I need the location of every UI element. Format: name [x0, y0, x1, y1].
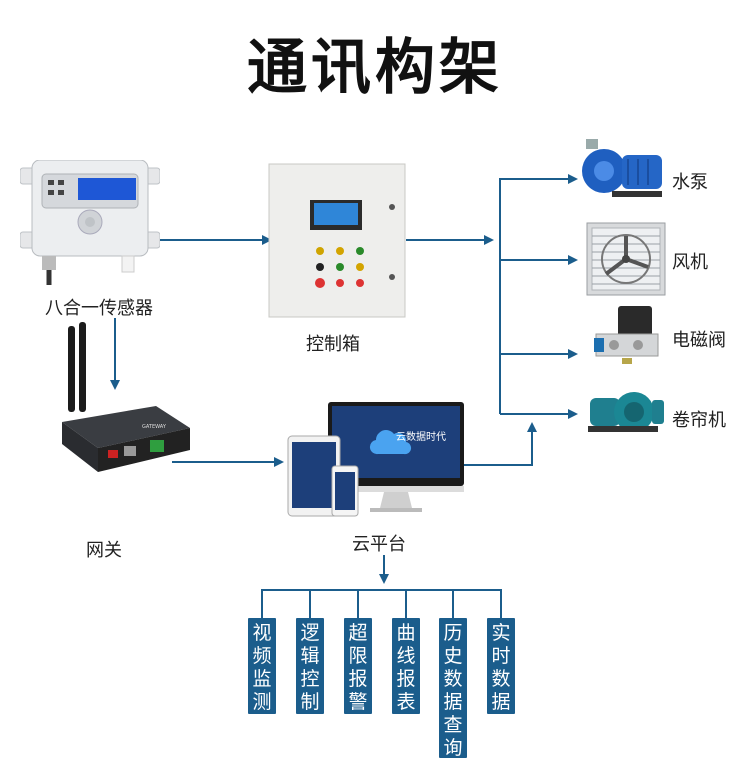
output-label-pump: 水泵: [672, 172, 708, 193]
function-box-5: 实时数据: [487, 618, 515, 714]
solenoid-valve-icon: [594, 306, 659, 364]
output-label-roller: 卷帘机: [672, 410, 726, 431]
roller-motor-icon: [588, 392, 664, 432]
control-box-label: 控制箱: [306, 334, 360, 355]
cloud-label: 云平台: [352, 534, 406, 555]
function-box-1: 逻辑控制: [296, 618, 324, 714]
output-label-fan: 风机: [672, 252, 708, 273]
sensor-label: 八合一传感器: [45, 298, 153, 319]
function-box-2: 超限报警: [344, 618, 372, 714]
function-box-4: 历史数据查询: [439, 618, 467, 759]
devices-cloud-icon: 云数据时代: [287, 402, 464, 517]
sensor-device-icon: [20, 160, 160, 285]
page-title: 通讯构架: [247, 33, 503, 103]
gateway-label: 网关: [86, 540, 122, 561]
cloud-screen-text: 云数据时代: [396, 430, 446, 443]
gateway-brand-text: GATEWAY: [142, 424, 167, 430]
exhaust-fan-icon: [586, 222, 666, 296]
control-cabinet-icon: [268, 163, 406, 318]
cloud-to-bus-line: [464, 422, 537, 466]
function-box-3: 曲线报表: [392, 618, 420, 714]
water-pump-icon: [582, 139, 662, 197]
function-box-0: 视频监测: [248, 618, 276, 714]
wireless-gateway-icon: GATEWAY: [62, 322, 190, 472]
output-label-valve: 电磁阀: [672, 330, 726, 351]
